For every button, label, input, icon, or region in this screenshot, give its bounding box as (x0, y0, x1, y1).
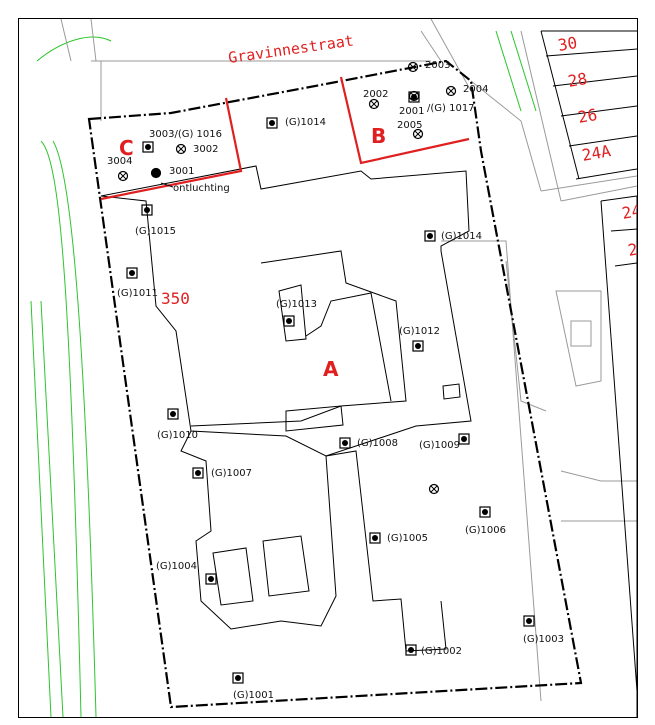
area-dividers (100, 76, 470, 201)
house-numbers: 30 28 26 24A 24 2 (556, 33, 637, 260)
well-marker: (G)1003 (523, 615, 564, 645)
point-marker: 3001 (150, 166, 194, 179)
well-marker: (G)1007 (192, 467, 252, 479)
ventilation-label: ontluchting (173, 183, 230, 194)
point-label: 3004 (107, 156, 132, 167)
well-marker: (G)1004 (156, 561, 217, 585)
well-marker: (G)1008 (339, 437, 398, 449)
house-number: 28 (566, 69, 588, 91)
area-label-c: C (119, 136, 134, 160)
point-marker (428, 483, 440, 495)
green-road-lines (30, 30, 537, 717)
combo-label: /(G) 1017 (427, 103, 475, 114)
point-marker: 3004 (107, 156, 132, 182)
house-blocks (540, 30, 637, 717)
plot-boundary (87, 59, 583, 709)
point-marker: 3002 (175, 143, 218, 155)
well-marker: (G)1002 (405, 644, 462, 657)
well-label: (G)1007 (211, 468, 252, 479)
well-label: (G)1014 (441, 231, 482, 242)
well-label: (G)1012 (399, 326, 440, 337)
dimension-label: 350 (161, 289, 190, 308)
well-marker: (G)1013 (276, 299, 317, 327)
well-label: (G)1002 (421, 646, 462, 657)
point-symbols: 2001 2002 2003 2004 2005 3001 3002 3004 3003/(G)… (107, 60, 488, 495)
house-number: 24 (620, 201, 637, 223)
area-label-a: A (323, 357, 339, 381)
point-marker: 2001 (399, 90, 424, 117)
point-label: 2002 (363, 89, 388, 100)
well-marker: (G)1005 (369, 532, 428, 544)
house-number: 30 (556, 33, 578, 55)
well-marker (142, 141, 154, 153)
point-label: 3002 (193, 144, 218, 155)
map-canvas: Gravinnestraat 30 28 26 24A 24 2 A B C 3… (30, 19, 637, 717)
well-label: (G)1014 (285, 117, 326, 128)
well-marker: (G)1011 (117, 267, 158, 299)
well-marker: (G)1006 (465, 506, 506, 536)
area-label-b: B (371, 124, 386, 148)
well-label: (G)1006 (465, 525, 506, 536)
well-marker: (G)1012 (399, 326, 440, 352)
well-label: (G)1011 (117, 288, 158, 299)
well-label: (G)1013 (276, 299, 317, 310)
point-marker: 2004 (445, 84, 488, 97)
well-symbols: (G)1001 (G)1002 (G)1003 (G)1004 (G)1005 (G)10… (117, 91, 564, 701)
well-marker: (G)1015 (135, 204, 176, 237)
well-label: (G)1008 (357, 438, 398, 449)
street-name: Gravinnestraat (227, 32, 355, 67)
house-number: 2 (626, 240, 637, 260)
point-label: 2003 (425, 60, 450, 71)
grey-context-lines (60, 19, 637, 702)
well-marker: (G)1009 (419, 433, 470, 451)
well-label: (G)1003 (523, 634, 564, 645)
point-marker: 2005 (397, 120, 424, 140)
site-map: Gravinnestraat 30 28 26 24A 24 2 A B C 3… (18, 18, 638, 718)
combo-label: 3003/(G) 1016 (149, 129, 222, 140)
well-marker: (G)1001 (232, 672, 274, 701)
point-marker: 2003 (407, 60, 450, 73)
point-label: 2004 (463, 84, 488, 95)
well-label: (G)1005 (387, 533, 428, 544)
well-label: (G)1001 (233, 690, 274, 701)
well-marker: (G)1014 (266, 117, 326, 129)
well-label: (G)1015 (135, 226, 176, 237)
point-label: 2005 (397, 120, 422, 131)
well-label: (G)1004 (156, 561, 197, 572)
point-label: 3001 (169, 166, 194, 177)
well-label: (G)1009 (419, 440, 460, 451)
house-number: 26 (576, 105, 598, 127)
ventilation-arrow (160, 182, 174, 188)
well-marker: (G)1010 (157, 408, 198, 441)
point-label: 2001 (399, 106, 424, 117)
well-marker: (G)1014 (424, 230, 482, 242)
well-label: (G)1010 (157, 430, 198, 441)
house-number: 24A (580, 141, 612, 165)
point-marker: 2002 (363, 89, 388, 110)
